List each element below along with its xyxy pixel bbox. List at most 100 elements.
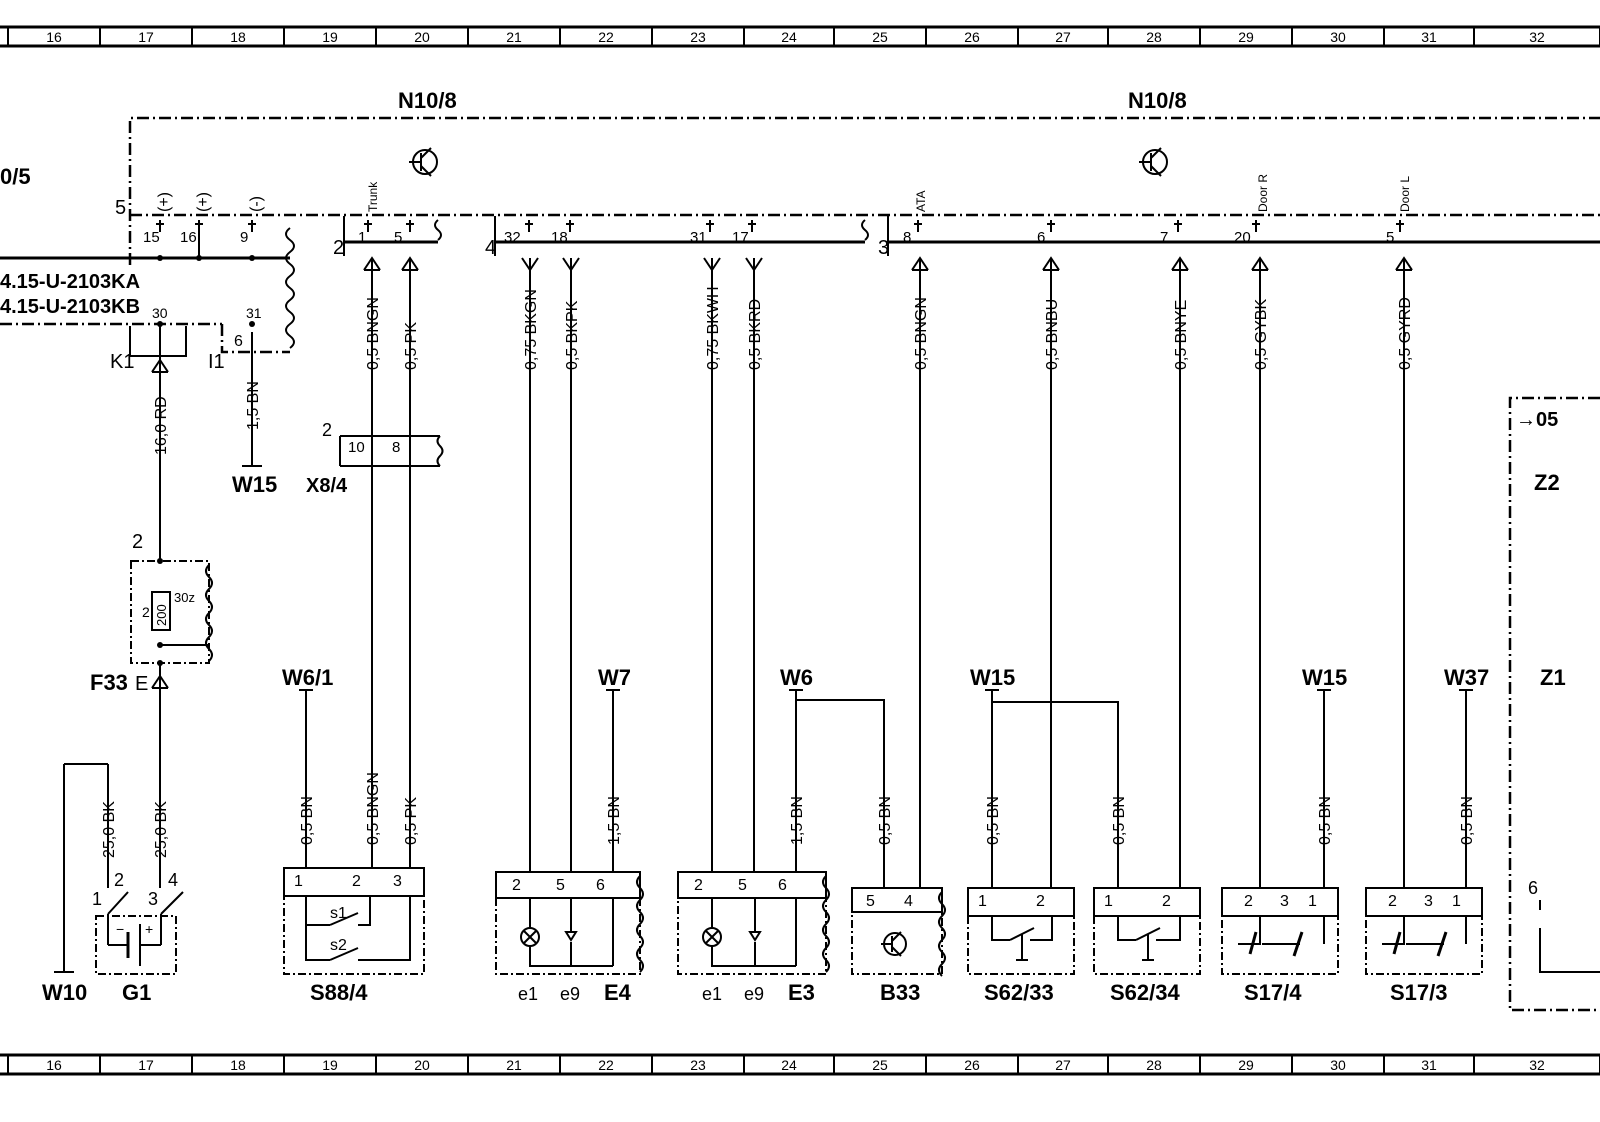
grid-column-label: 25 bbox=[872, 1057, 888, 1073]
connector-pin-number: 15 bbox=[143, 229, 160, 246]
fuse-rating: 200 bbox=[154, 604, 169, 626]
wire-label: 0,5 BNBU bbox=[1044, 299, 1061, 370]
grid-column-label: 23 bbox=[690, 29, 706, 45]
x8-4-label: X8/4 bbox=[306, 475, 348, 497]
fuse-code: 30z bbox=[174, 590, 195, 605]
switch-s88-4: 1 2 3 s1 s2 S88/4 bbox=[283, 867, 425, 1005]
fuse-body bbox=[151, 591, 171, 631]
connector-pin-number: 7 bbox=[1160, 229, 1168, 246]
grid-column-label: 26 bbox=[964, 1057, 980, 1073]
grid-column-label: 16 bbox=[46, 29, 62, 45]
right-pin-6: 6 bbox=[1528, 878, 1538, 898]
right-reference-value: 05 bbox=[1536, 409, 1558, 431]
pin-function-label: (+) bbox=[156, 192, 173, 212]
wire-label: 0,5 BNGN bbox=[365, 297, 382, 370]
wire-label: 0,5 BNGN bbox=[913, 297, 930, 370]
arrow-up-icon bbox=[1171, 256, 1189, 271]
connector-3-label: 3 bbox=[878, 237, 889, 259]
g1-pin-1: 1 bbox=[92, 889, 102, 909]
grid-column-label: 20 bbox=[414, 29, 430, 45]
pin-6-label: 6 bbox=[234, 333, 243, 350]
e3-part-e9: e9 bbox=[744, 984, 764, 1004]
wire-label: 0,5 BNGN bbox=[365, 772, 382, 845]
connector-pin-number: 17 bbox=[732, 229, 749, 246]
g1-pin-3: 3 bbox=[148, 889, 158, 909]
pin-function-label: Door R bbox=[1256, 174, 1270, 212]
ground-reference-label: W6 bbox=[780, 665, 813, 690]
grid-column-label: 22 bbox=[598, 29, 614, 45]
s88-switch-s2: s2 bbox=[330, 937, 347, 954]
connector-pin-number: 20 bbox=[1234, 229, 1251, 246]
switch-s17-3: 2 3 1 S17/3 bbox=[1365, 887, 1483, 1005]
connector-pin-number: 16 bbox=[180, 229, 197, 246]
b33-label: B33 bbox=[880, 980, 920, 1005]
s17-3-pin-3: 3 bbox=[1424, 893, 1433, 910]
s17-3-pin-1: 1 bbox=[1452, 893, 1461, 910]
e3-pin-5: 5 bbox=[738, 877, 747, 894]
transistor-icon bbox=[1139, 147, 1168, 177]
ground-reference-label: W15 bbox=[1302, 665, 1347, 690]
s88-4-label: S88/4 bbox=[310, 980, 368, 1005]
s62-33-pin-1: 1 bbox=[978, 893, 987, 910]
junction-dot bbox=[249, 255, 255, 261]
arrow-up-icon bbox=[363, 256, 381, 271]
e4-pin-2: 2 bbox=[512, 877, 521, 894]
arrow-up-icon bbox=[401, 256, 419, 271]
switch-s62-33: 1 2 S62/33 bbox=[967, 887, 1075, 1005]
grid-column-label: 17 bbox=[138, 1057, 154, 1073]
wire-label: 1,5 BN bbox=[245, 381, 262, 430]
grid-column-label: 25 bbox=[872, 29, 888, 45]
wire-label: 0,5 BN bbox=[299, 796, 316, 845]
arrow-up-icon bbox=[1395, 256, 1413, 271]
pin-function-label: Door L bbox=[1398, 176, 1412, 212]
arrow-down-icon bbox=[745, 257, 763, 272]
ground-reference-label: W15 bbox=[970, 665, 1015, 690]
ground-reference-label: W37 bbox=[1444, 665, 1489, 690]
grid-column-label: 21 bbox=[506, 1057, 522, 1073]
junction-dot bbox=[249, 321, 255, 327]
right-reference: →05 bbox=[1516, 409, 1558, 431]
grid-column-label: 27 bbox=[1055, 1057, 1071, 1073]
fuse-top-pin: 2 bbox=[132, 531, 143, 553]
battery-minus-icon: − bbox=[116, 921, 124, 937]
grid-column-label: 23 bbox=[690, 1057, 706, 1073]
e4-label: E4 bbox=[604, 980, 632, 1005]
s88-switch-s1: s1 bbox=[330, 905, 347, 922]
grid-column-label: 26 bbox=[964, 29, 980, 45]
grid-column-label: 19 bbox=[322, 29, 338, 45]
connector-pin-number: 9 bbox=[240, 229, 248, 246]
e3-pin-2: 2 bbox=[694, 877, 703, 894]
connector-pin-number: 31 bbox=[690, 229, 707, 246]
grid-column-label: 18 bbox=[230, 1057, 246, 1073]
arrow-down-icon bbox=[703, 257, 721, 272]
connector-pin-number: 5 bbox=[1386, 229, 1394, 246]
arrow-down-icon bbox=[562, 257, 580, 272]
connector-2-label: 2 bbox=[333, 237, 344, 259]
wire-label: 0,5 PK bbox=[403, 322, 420, 370]
arrow-up-icon bbox=[151, 358, 169, 373]
grid-column-label: 30 bbox=[1330, 29, 1346, 45]
grid-column-label: 28 bbox=[1146, 1057, 1162, 1073]
left-reference: 0/5 bbox=[0, 164, 31, 189]
s62-34-label: S62/34 bbox=[1110, 980, 1180, 1005]
grid-column-label: 32 bbox=[1529, 29, 1545, 45]
e4-part-e9: e9 bbox=[560, 984, 580, 1004]
connector-pin-number: 18 bbox=[551, 229, 568, 246]
pin-30-label: 30 bbox=[152, 305, 168, 321]
grid-column-label: 21 bbox=[506, 29, 522, 45]
switch-s62-34: 1 2 S62/34 bbox=[1093, 887, 1201, 1005]
g1-pin-2: 2 bbox=[114, 870, 124, 890]
ground-reference-label: W7 bbox=[598, 665, 631, 690]
pin-function-label: Trunk bbox=[366, 181, 380, 212]
grid-column-label: 17 bbox=[138, 29, 154, 45]
s88-pin-1: 1 bbox=[294, 873, 303, 890]
control-unit-n10-8: N10/8 N10/8 0/5 5 2 4 3 bbox=[0, 88, 1600, 373]
battery-plus-icon: + bbox=[145, 921, 153, 937]
grid-column-label: 31 bbox=[1421, 29, 1437, 45]
x8-pin-2: 2 bbox=[322, 420, 332, 440]
junction-dot bbox=[157, 642, 163, 648]
arrow-up-icon bbox=[151, 674, 169, 689]
